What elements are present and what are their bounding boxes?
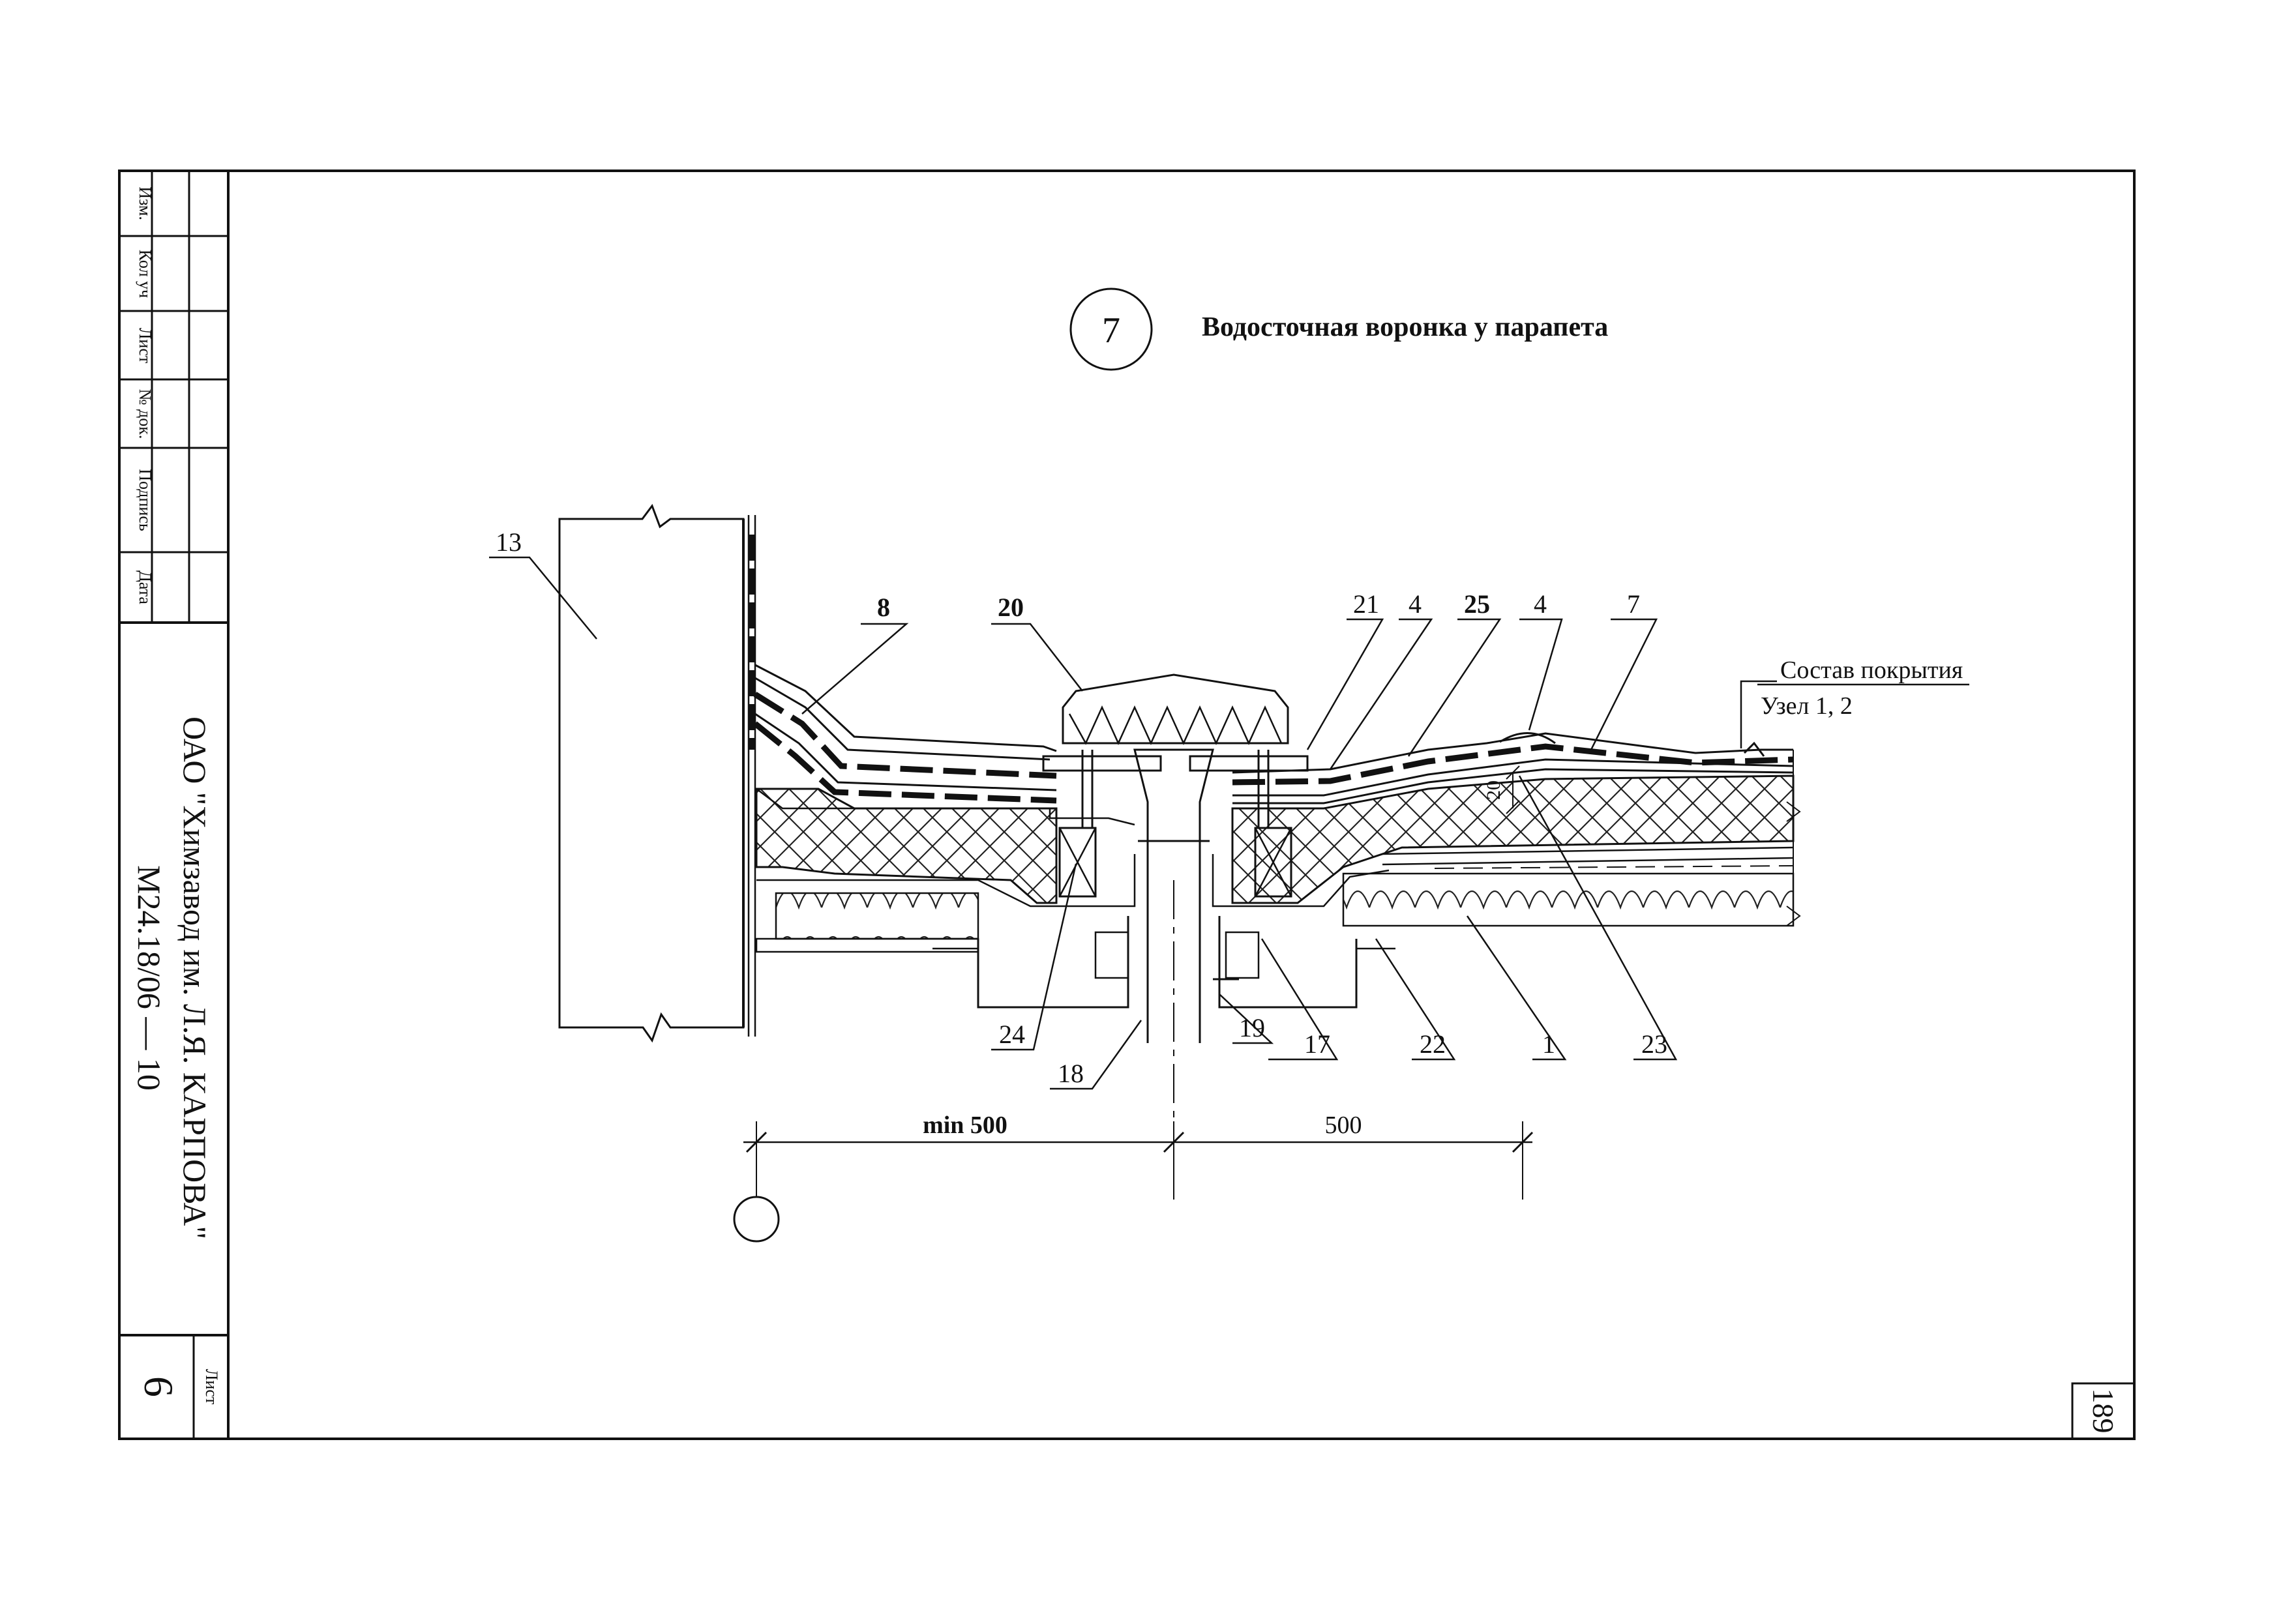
layer-thickness-label: 20 <box>1483 780 1504 800</box>
title-block: Изм. Кол уч Лист № док. Подпись Дата ОАО… <box>119 171 228 1439</box>
stamp-sheet-label: Лист <box>202 1369 221 1404</box>
dimension-chain: min 500 500 <box>733 880 1534 1243</box>
label-4a: 4 <box>1409 589 1422 619</box>
mineral-wool-layer <box>755 872 1795 953</box>
layer-dimension: 20 <box>1483 765 1520 814</box>
stamp-col-izm: Изм. <box>136 186 155 220</box>
dimension-right: 500 <box>1325 1112 1362 1139</box>
leader-lines <box>489 556 1777 1090</box>
stamp-org-name: ОАО "Химзавод им. Л.Я. КАРПОВА" <box>177 716 213 1239</box>
label-4b: 4 <box>1534 589 1547 619</box>
detail-header: 7 Водосточная воронка у парапета <box>1069 288 1608 371</box>
label-8: 8 <box>877 593 890 622</box>
dimension-left: min 500 <box>923 1112 1007 1139</box>
detail-title: Водосточная воронка у парапета <box>1202 312 1608 342</box>
page-number-box: 189 <box>2071 1382 2136 1440</box>
rigid-insulation-layer <box>755 774 1795 904</box>
parapet-wall <box>558 503 756 1043</box>
label-19: 19 <box>1239 1013 1265 1042</box>
label-17: 17 <box>1304 1029 1330 1059</box>
label-7: 7 <box>1627 589 1640 619</box>
stamp-col-kol: Кол уч <box>136 250 155 298</box>
page-number: 189 <box>2087 1389 2120 1434</box>
label-23: 23 <box>1641 1029 1667 1059</box>
label-18: 18 <box>1058 1059 1084 1088</box>
sheet-frame <box>118 170 2136 1440</box>
grid-axis-marker <box>733 1196 780 1243</box>
stamp-doc-code: М24.18/06 — 10 <box>131 865 168 1091</box>
label-25: 25 <box>1464 589 1490 619</box>
roofing-membranes <box>753 664 1794 804</box>
label-22: 22 <box>1420 1029 1446 1059</box>
label-21: 21 <box>1353 589 1379 619</box>
label-24: 24 <box>999 1020 1025 1049</box>
stamp-col-date: Дата <box>136 570 155 604</box>
stamp-col-list: Лист <box>136 328 155 363</box>
label-20: 20 <box>998 593 1024 622</box>
label-13: 13 <box>496 527 522 557</box>
roof-note-line1: Состав покрытия <box>1780 656 1963 684</box>
stamp-col-sign: Подпись <box>136 469 155 531</box>
roof-drain-funnel <box>756 673 1395 1043</box>
roof-note-line2: Узел 1, 2 <box>1761 692 1853 720</box>
leader-labels: 13 8 20 21 4 25 4 7 24 18 19 17 22 1 23 <box>496 527 1667 1088</box>
stamp-sheet-number: 6 <box>136 1376 182 1397</box>
stamp-col-doc: № док. <box>136 389 155 439</box>
roof-composition-note: Состав покрытия Узел 1, 2 <box>1743 656 1969 926</box>
detail-number: 7 <box>1102 310 1120 351</box>
label-1: 1 <box>1542 1029 1555 1059</box>
